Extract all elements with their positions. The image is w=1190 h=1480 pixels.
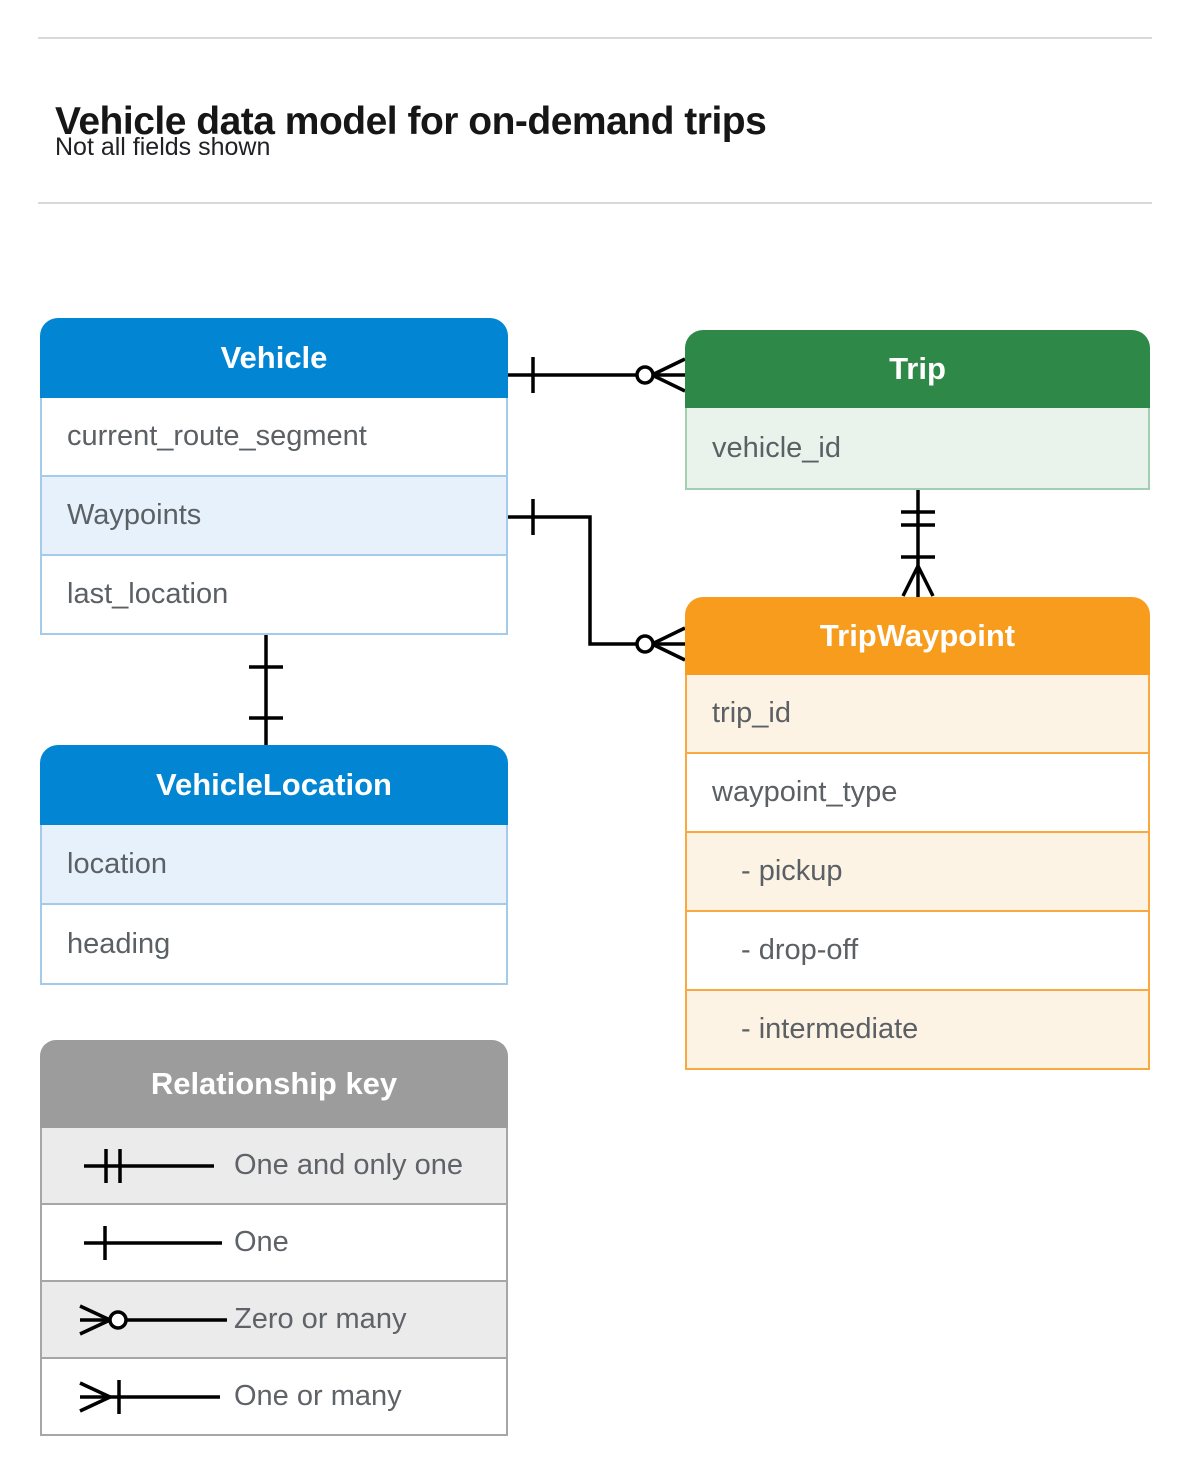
legend-label: One [234, 1226, 289, 1258]
table-row: last_location [40, 556, 508, 635]
field-label: trip_id [712, 697, 791, 729]
field-label: Waypoints [67, 499, 202, 531]
field-label: location [67, 847, 167, 880]
header-divider [38, 202, 1152, 204]
table-row: location [40, 825, 508, 905]
table-row: - intermediate [685, 991, 1150, 1070]
enum-value-label: - intermediate [741, 1013, 919, 1045]
legend-row: Zero or many [40, 1282, 508, 1359]
table-title: TripWaypoint [819, 618, 1016, 653]
table-row: Waypoints [40, 477, 508, 556]
legend-label: One or many [234, 1380, 402, 1412]
one-icon [84, 1225, 222, 1260]
field-label: vehicle_id [712, 431, 841, 464]
table-row: heading [40, 905, 508, 985]
table-title: Trip [889, 351, 946, 386]
field-label: last_location [67, 578, 229, 610]
legend-title: Relationship key [150, 1066, 398, 1101]
trip-table-header: Trip [685, 330, 1150, 408]
one-and-only-one-icon [84, 1148, 214, 1183]
legend-row: One [40, 1205, 508, 1282]
table-row: trip_id [685, 675, 1150, 754]
vehicle-table-header: Vehicle [40, 318, 508, 398]
one-or-many-icon [79, 1379, 220, 1414]
zero-or-many-icon [79, 1303, 227, 1336]
top-divider [38, 37, 1152, 39]
vehicle-table: Vehicle current_route_segment Waypoints … [40, 318, 508, 635]
table-row: vehicle_id [685, 408, 1150, 490]
table-title: Vehicle [220, 340, 328, 375]
field-label: current_route_segment [67, 420, 367, 452]
enum-value-label: - pickup [741, 855, 843, 887]
table-row: waypoint_type [685, 754, 1150, 833]
legend-label: Zero or many [234, 1303, 407, 1335]
legend-row: One and only one [40, 1128, 508, 1205]
relationship-key: Relationship key One and only one One [40, 1040, 508, 1436]
relationship-key-header: Relationship key [40, 1040, 508, 1128]
table-title: VehicleLocation [155, 767, 392, 802]
field-label: waypoint_type [712, 776, 898, 808]
trip-waypoint-table: TripWaypoint trip_id waypoint_type - pic… [685, 597, 1150, 1070]
enum-value-label: - drop-off [741, 934, 859, 966]
trip-table: Trip vehicle_id [685, 330, 1150, 490]
table-row: - drop-off [685, 912, 1150, 991]
legend-label: One and only one [234, 1149, 463, 1181]
page-subtitle: Not all fields shown [55, 133, 271, 161]
vehicle-location-table-header: VehicleLocation [40, 745, 508, 825]
trip-waypoint-table-header: TripWaypoint [685, 597, 1150, 675]
field-label: heading [67, 927, 171, 960]
table-row: - pickup [685, 833, 1150, 912]
table-row: current_route_segment [40, 398, 508, 477]
page-title: Vehicle data model for on-demand trips [55, 100, 767, 144]
legend-row: One or many [40, 1359, 508, 1436]
vehicle-location-table: VehicleLocation location heading [40, 745, 508, 985]
